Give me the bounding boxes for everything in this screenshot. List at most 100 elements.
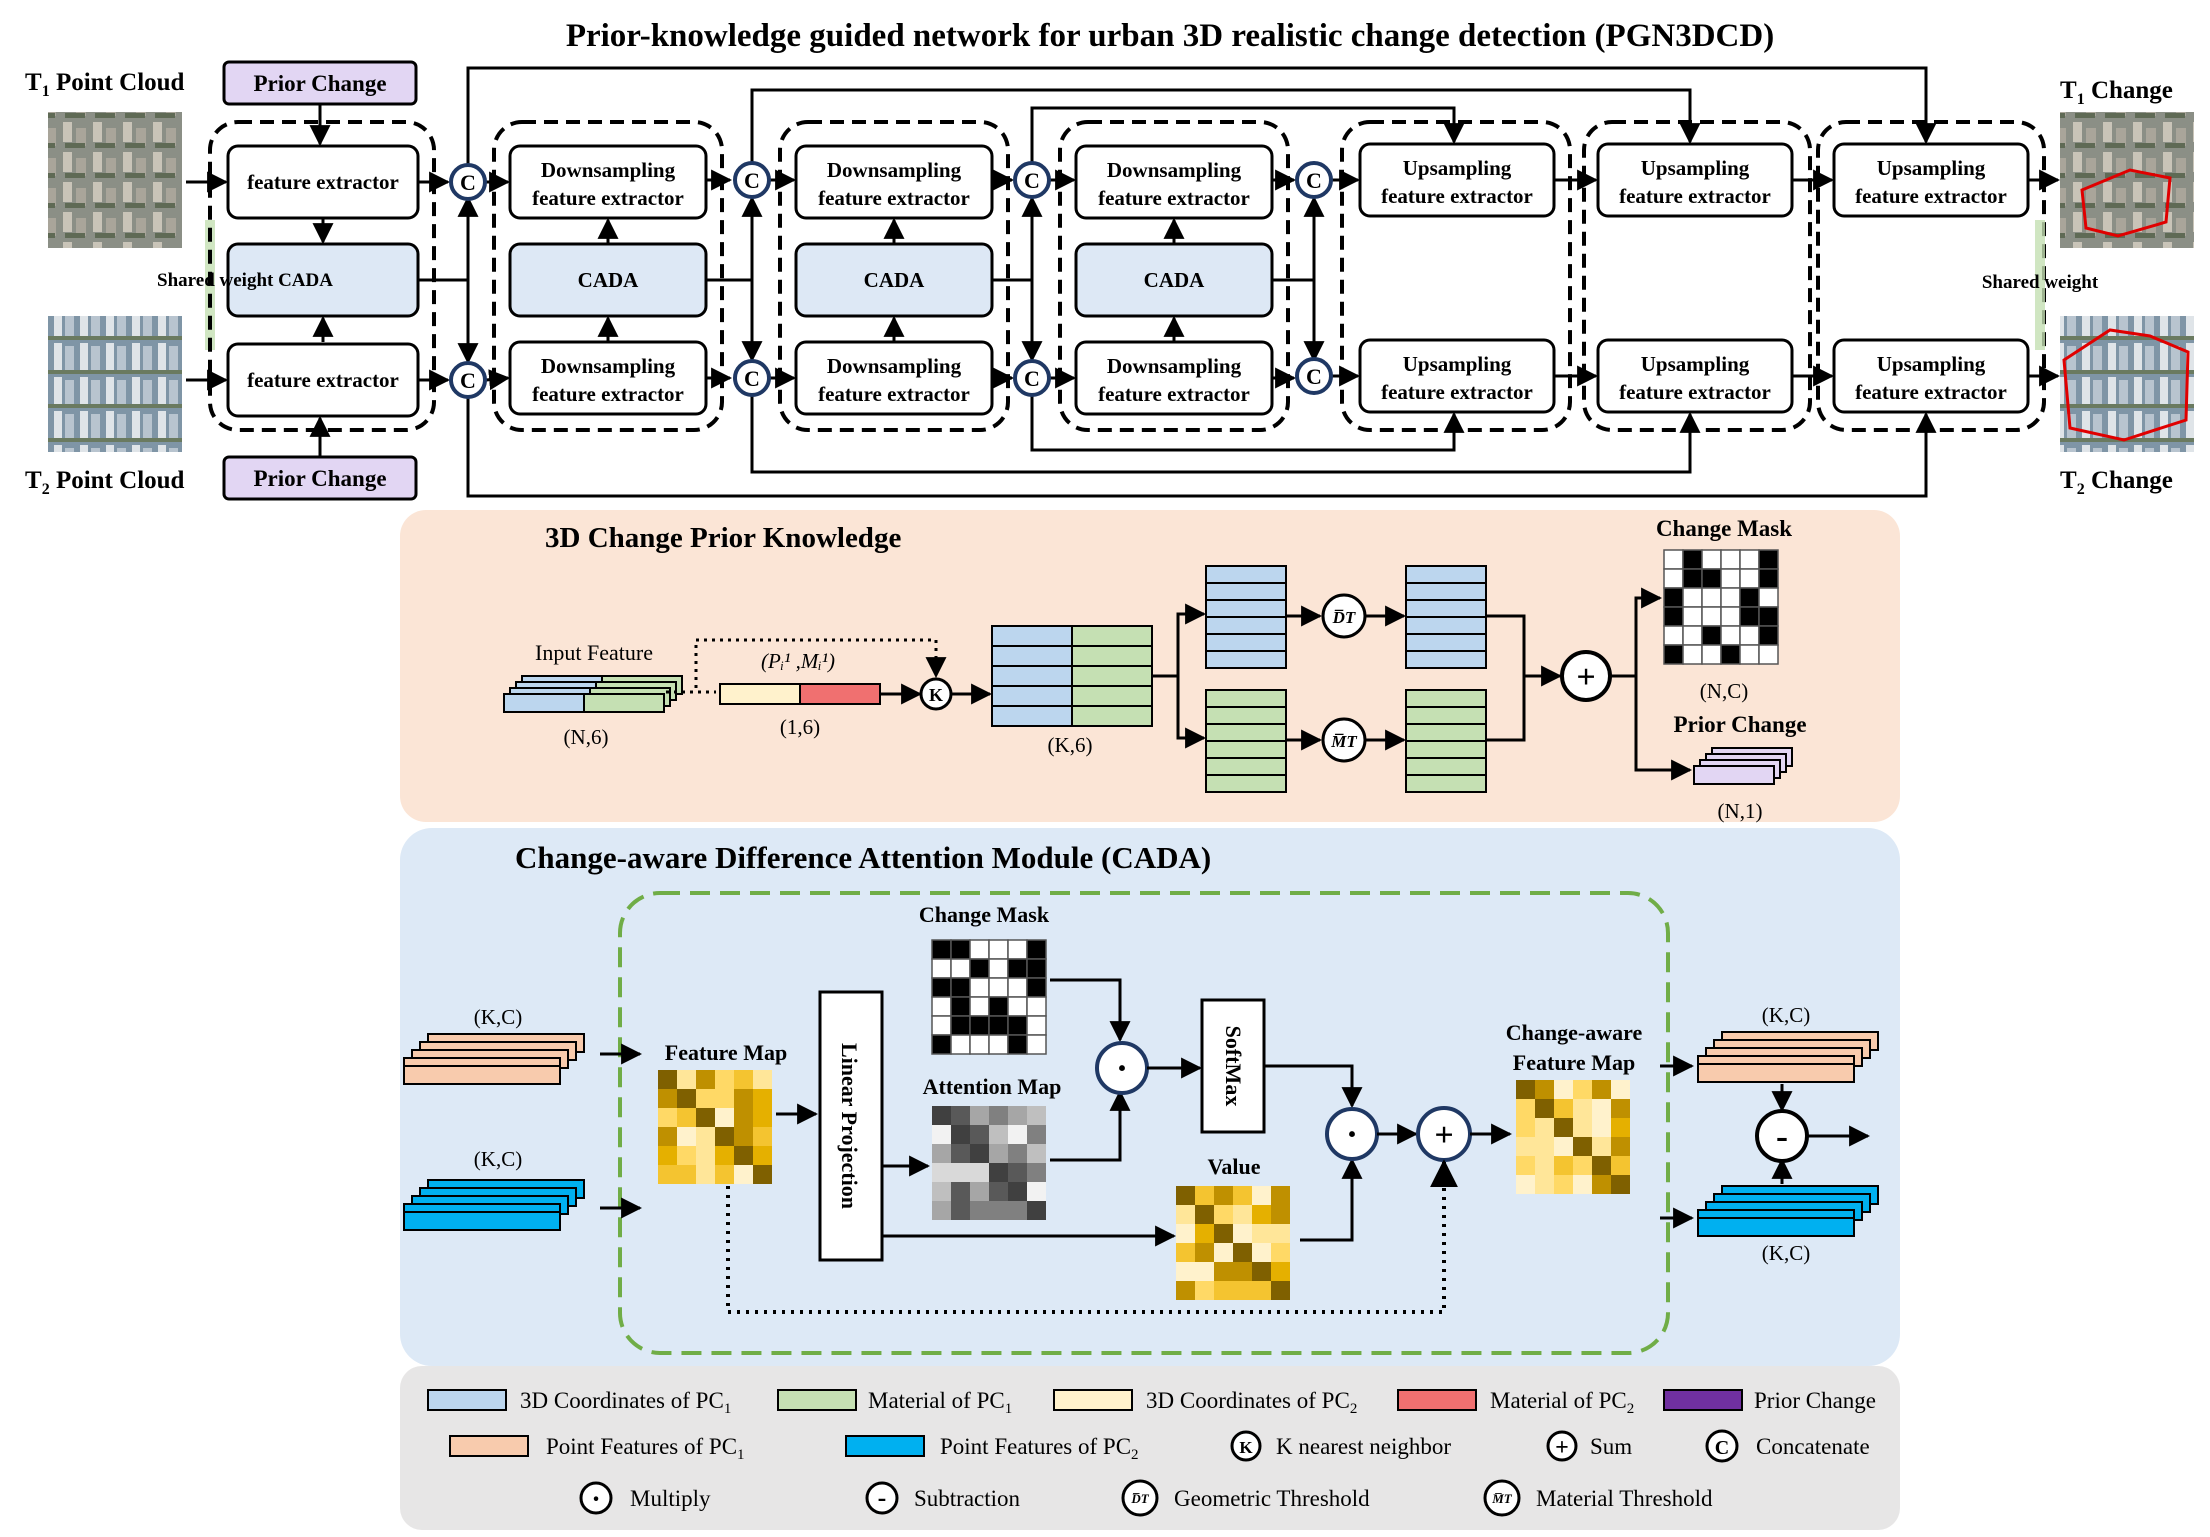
grid-cell (1701, 625, 1722, 646)
dim-kc-input1: (K,C) (474, 1005, 522, 1029)
grid-cell (715, 1165, 734, 1184)
stage7-up-bottom-l2: feature extractor (1855, 380, 2007, 404)
grid-cell (696, 1127, 715, 1146)
grid-cell (696, 1108, 715, 1127)
svg-text:D̅T: D̅T (1130, 1491, 1149, 1506)
t2-point-cloud-image (48, 316, 182, 452)
network-connections (186, 66, 2061, 498)
grid-cell (1611, 1175, 1630, 1194)
grid-cell (1271, 1262, 1290, 1281)
grid-cell (1720, 568, 1741, 589)
svg-text:C: C (1306, 168, 1322, 193)
t1-change-image (2060, 112, 2194, 248)
legend-subtraction-icon: - (865, 1481, 899, 1515)
pc1-feature-stack (403, 1033, 585, 1085)
grid-cell (715, 1146, 734, 1165)
grid-cell (1573, 1080, 1592, 1099)
grid-cell (1271, 1224, 1290, 1243)
grid-cell (1535, 1099, 1554, 1118)
dim-kc-output2: (K,C) (1762, 1241, 1810, 1265)
grid-cell (1026, 1015, 1047, 1036)
grid-cell (1535, 1156, 1554, 1175)
dim-n6: (N,6) (564, 725, 609, 749)
legend-geometric-threshold-icon: D̅T (1121, 1479, 1159, 1517)
grid-cell (931, 996, 952, 1017)
grid-cell (753, 1127, 772, 1146)
stage5-up-top-l2: feature extractor (1381, 184, 1533, 208)
pc2-feature-stack (403, 1179, 585, 1231)
grid-cell (1758, 587, 1779, 608)
grid-cell (1739, 606, 1760, 627)
grid-cell (1720, 587, 1741, 608)
grid-cell (753, 1146, 772, 1165)
grid-cell (677, 1108, 696, 1127)
grid-cell (715, 1108, 734, 1127)
svg-text:M̅T: M̅T (1491, 1491, 1513, 1506)
input-feature-label: Input Feature (535, 640, 653, 665)
legend-knn-icon: K (1230, 1430, 1262, 1462)
grid-cell (734, 1070, 753, 1089)
attention-map-label: Attention Map (923, 1074, 1062, 1099)
grid-cell (1682, 644, 1703, 665)
stage3-down-bottom-l2: feature extractor (818, 382, 970, 406)
grid-cell (931, 939, 952, 960)
grid-cell (1195, 1224, 1214, 1243)
grid-cell (1573, 1118, 1592, 1137)
grid-cell (1701, 568, 1722, 589)
grid-cell (1271, 1243, 1290, 1262)
grid-cell (950, 1015, 971, 1036)
prior-change-label-top: Prior Change (253, 71, 386, 96)
stage3-down-top-l2: feature extractor (818, 186, 970, 210)
change-mask-label-cada: Change Mask (919, 902, 1050, 927)
stage4-down-top-l2: feature extractor (1098, 186, 1250, 210)
shared-weight-label-right: Shared weight (1982, 272, 2099, 293)
svg-text:K: K (929, 685, 943, 705)
legend-swatch-coords-pc2 (1053, 1389, 1133, 1411)
cada-panel: Change-aware Difference Attention Module… (400, 828, 1900, 1366)
grid-cell (988, 939, 1009, 960)
grid-cell (931, 977, 952, 998)
grid-cell (696, 1165, 715, 1184)
grid-cell (1176, 1205, 1195, 1224)
grid-cell (1516, 1099, 1535, 1118)
grid-cell (1252, 1224, 1271, 1243)
svg-text:+: + (1434, 1117, 1453, 1154)
grid-cell (753, 1089, 772, 1108)
multiply-icon: · (1095, 1041, 1149, 1095)
stage2-down-top-l2: feature extractor (532, 186, 684, 210)
grid-cell (1176, 1186, 1195, 1205)
stage3-dashed (778, 120, 1010, 432)
grid-cell (1027, 1144, 1046, 1163)
grid-cell (1007, 939, 1028, 960)
grid-cell (932, 1201, 951, 1220)
legend-swatch-material-pc2 (1397, 1389, 1477, 1411)
grid-cell (1195, 1262, 1214, 1281)
knn-feature-grid (991, 625, 1153, 727)
t1-point-cloud-label: T1 Point Cloud (25, 69, 185, 100)
change-aware-label-l2: Feature Map (1513, 1050, 1635, 1075)
svg-text:·: · (591, 1484, 600, 1515)
grid-cell (1739, 587, 1760, 608)
change-mask-grid-prior (1663, 549, 1779, 665)
grid-cell (1682, 549, 1703, 570)
grid-cell (1516, 1118, 1535, 1137)
legend-material-threshold-icon: M̅T (1483, 1479, 1521, 1517)
grid-cell (1758, 606, 1779, 627)
grid-cell (1026, 958, 1047, 979)
svg-text:C: C (1024, 366, 1040, 391)
grid-cell (950, 1034, 971, 1055)
grid-cell (1739, 549, 1760, 570)
change-aware-heatmap (1516, 1080, 1630, 1194)
grid-cell (1027, 1201, 1046, 1220)
grid-cell (658, 1146, 677, 1165)
dim-kc-input2: (K,C) (474, 1147, 522, 1171)
legend-material-pc1: Material of PC1 (868, 1388, 1012, 1417)
grid-cell (658, 1165, 677, 1184)
pc1-feature-stack-out (1697, 1031, 1879, 1083)
grid-cell (1214, 1186, 1233, 1205)
t1-change-outline (2080, 168, 2172, 238)
stage2-down-top-l1: Downsampling (541, 158, 676, 182)
grid-cell (1758, 625, 1779, 646)
stage2-dashed (492, 120, 724, 432)
